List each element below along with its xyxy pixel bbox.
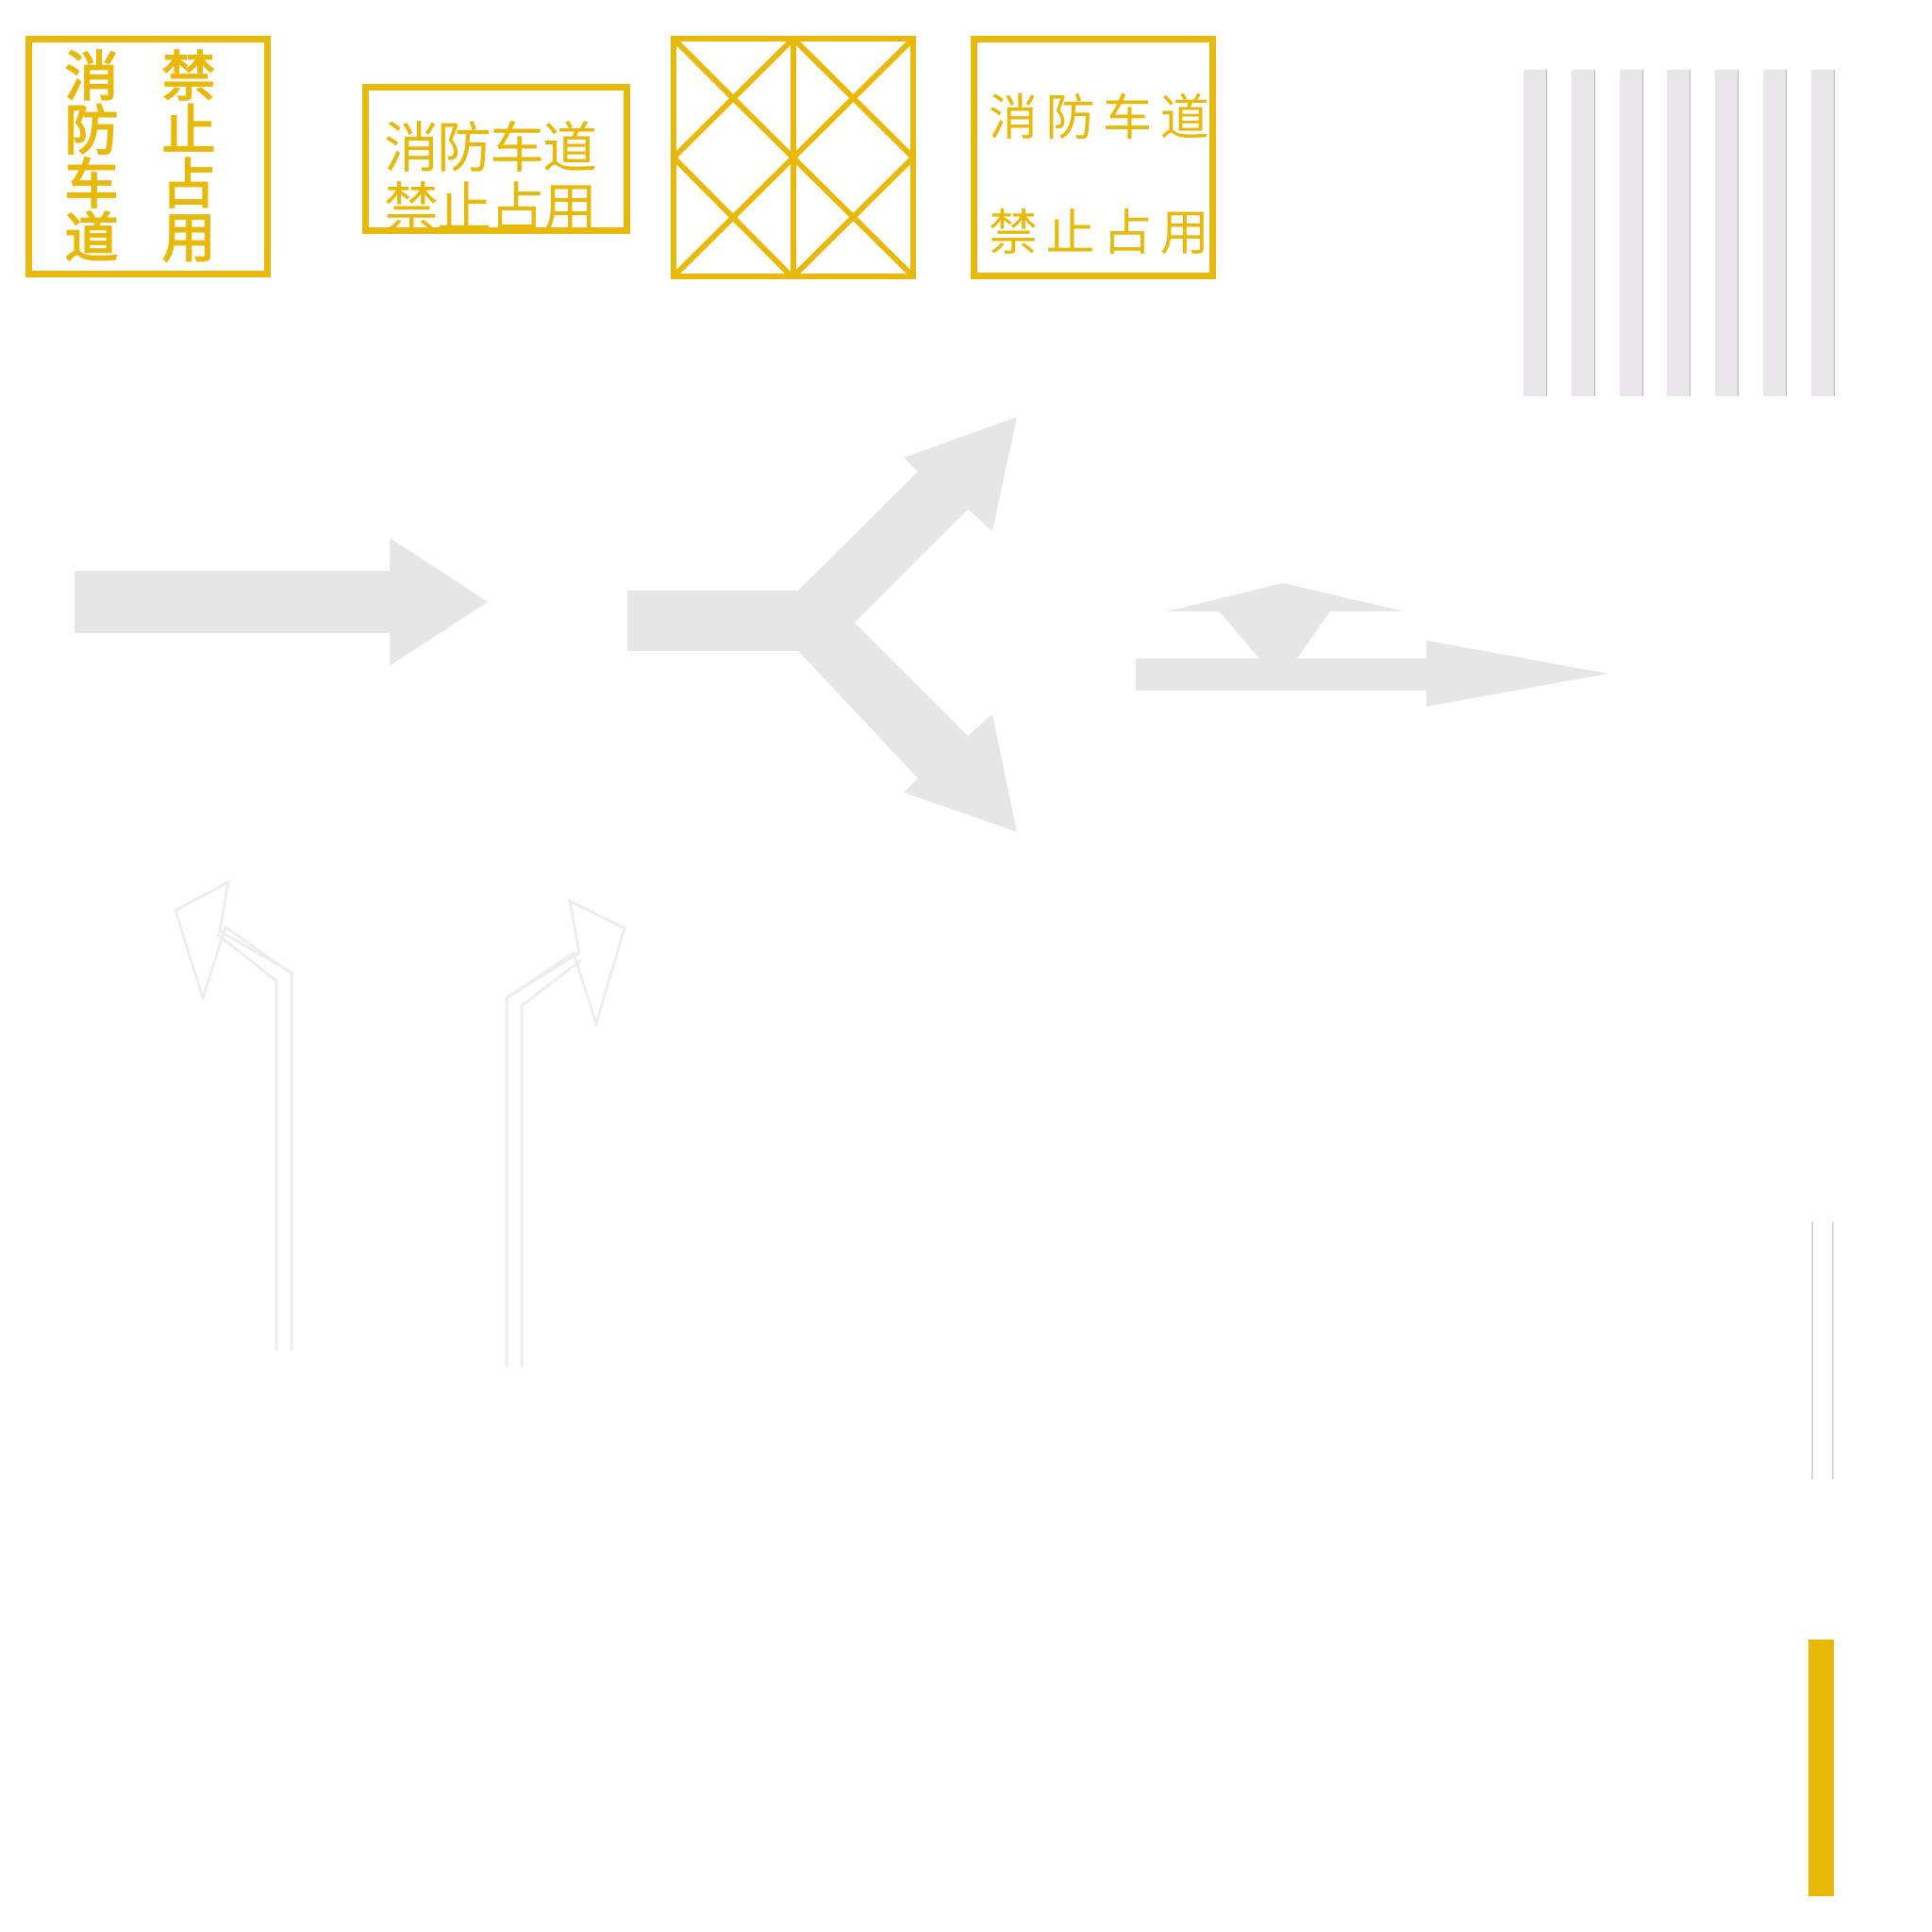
right-turn-arrow-outline	[505, 898, 626, 1368]
sign-text-line-2: 禁 止 占 用	[989, 206, 1209, 262]
fire-lane-sign-spaced: 消 防 车 道 禁 止 占 用	[971, 36, 1216, 279]
sign-text-column-left: 消防车道	[56, 48, 119, 263]
left-turn-arrow-outline-edge	[216, 932, 278, 1351]
fire-lane-sign-vertical: 消防车道 禁止占用	[25, 36, 271, 277]
stripe-bar	[1811, 70, 1835, 396]
sign-text-column-right: 禁止占用	[153, 48, 216, 263]
stripe-bar	[1763, 70, 1787, 396]
sign-text-line-1: 消防车道	[384, 116, 597, 180]
stripe-bar	[1572, 70, 1595, 396]
white-bars-stripes	[1524, 70, 1835, 396]
sign-text-line-2: 禁止占用	[384, 176, 597, 241]
fire-lane-sign-compact: 消防车道 禁止占用	[362, 84, 630, 241]
left-turn-arrow-outline	[174, 879, 294, 1351]
straight-right-arrow	[75, 538, 488, 666]
sign-text-line-1: 消 防 车 道	[989, 91, 1209, 147]
right-turn-arrow-outline-edge	[520, 958, 582, 1368]
solid-yellow-line	[1808, 1640, 1834, 1896]
stripe-bar	[1524, 70, 1547, 396]
stripe-bar	[1715, 70, 1739, 396]
hatched-no-parking-box	[671, 36, 916, 279]
lane-merge-z-arrow	[1136, 583, 1608, 707]
stripe-bar	[1667, 70, 1690, 396]
stripe-bar	[1620, 70, 1643, 396]
fork-arrow-up-right-down-right	[627, 417, 1017, 832]
